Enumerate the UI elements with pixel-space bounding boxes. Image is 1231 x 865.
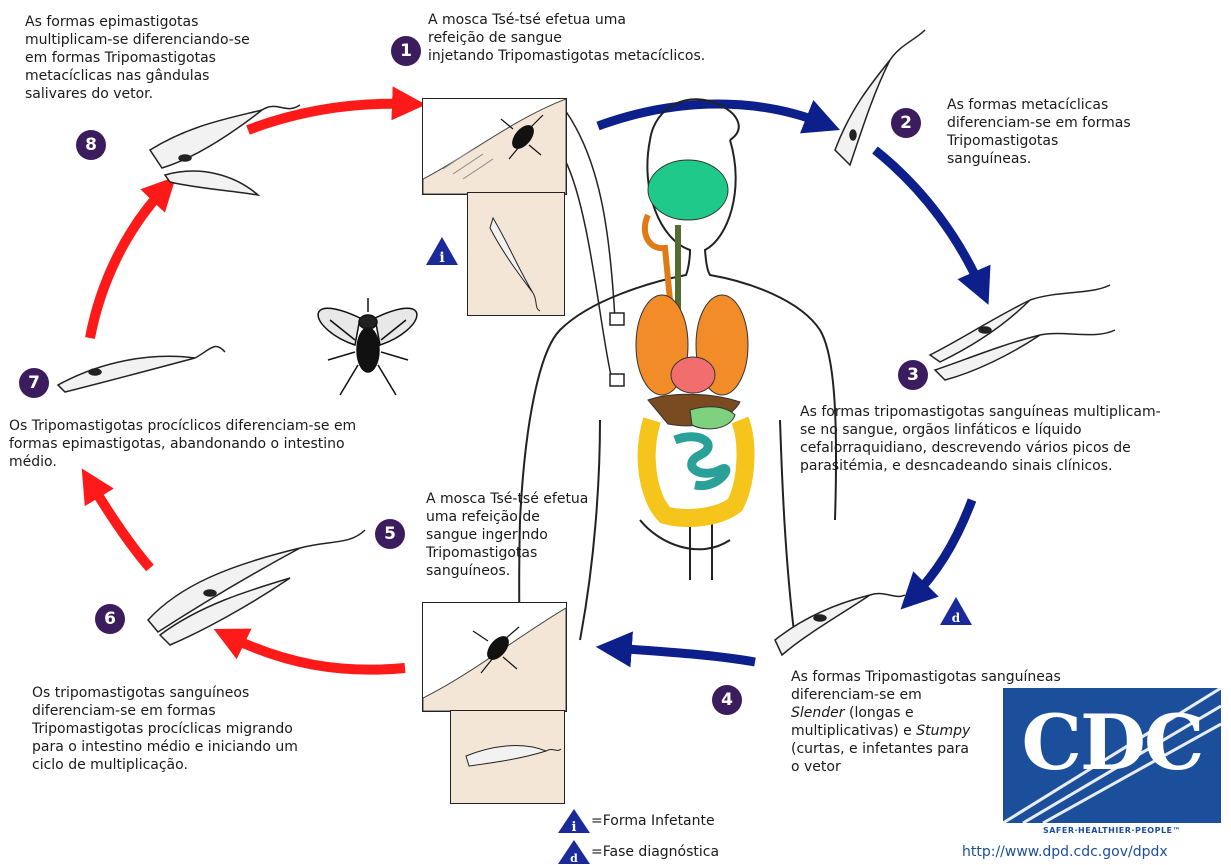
infective-stage-icon: i: [557, 808, 591, 834]
step-7-badge: 7: [19, 368, 49, 398]
diagnostic-stage-icon: d: [557, 839, 591, 865]
cdc-logo: CDC: [1003, 688, 1221, 823]
step-2-text: As formas metacíclicas diferenciam-se em…: [947, 96, 1131, 168]
stumpy-term: Stumpy: [916, 723, 970, 739]
trypomastigote-panel-step-1: [467, 192, 565, 316]
legend-diagnostic-label: =Fase diagnóstica: [591, 844, 719, 860]
trypomastigote-panel-step-5: [450, 710, 565, 804]
arrow-5-to-6: [228, 636, 405, 670]
step-8-text: As formas epimastigotas multiplicam-se d…: [25, 13, 250, 103]
step-4-badge: 4: [712, 685, 742, 715]
step-1-badge: 1: [391, 36, 421, 66]
feeding-panel-step-5: [422, 602, 567, 712]
legend-infective-label: =Forma Infetante: [591, 813, 715, 829]
legend-infective-symbol: i: [572, 820, 577, 834]
trypanosome-icon: [468, 193, 564, 315]
feeding-panel-step-1: [422, 98, 567, 195]
step-2-badge: 2: [891, 108, 921, 138]
step-5-text: A mosca Tsé-tsé efetua uma refeição de s…: [426, 490, 588, 580]
svg-text:d: d: [952, 611, 961, 625]
arrow-2-to-3: [875, 150, 982, 290]
legend-diagnostic-symbol: d: [570, 852, 578, 865]
arrow-4-to-5: [612, 648, 755, 662]
legend-diagnostic-row: d =Fase diagnóstica: [557, 839, 719, 865]
cdc-logo-letters: CDC: [1003, 698, 1221, 787]
step-3-text: As formas tripomastigotas sanguíneas mul…: [800, 403, 1161, 475]
step-7-text: Os Tripomastigotas procíclicos diferenci…: [9, 417, 356, 471]
step-8-badge: 8: [76, 130, 106, 160]
step-6-badge: 6: [95, 604, 125, 634]
slender-term: Slender: [791, 705, 845, 721]
step-3-badge: 3: [898, 360, 928, 390]
infective-stage-icon: i: [425, 236, 459, 266]
arrow-3-to-4: [912, 500, 972, 598]
step-1-text: A mosca Tsé-tsé efetua uma refeição de s…: [428, 11, 705, 65]
cdc-tagline: SAFER·HEALTHIER·PEOPLE™: [1003, 826, 1221, 835]
fly-icon: [318, 298, 417, 395]
step-5-badge: 5: [375, 519, 405, 549]
legend-infective-row: i =Forma Infetante: [557, 808, 715, 834]
arrow-6-to-7: [90, 482, 150, 568]
skin-bite-icon: [423, 99, 566, 194]
step-6-text: Os tripomastigotas sanguíneos diferencia…: [32, 684, 298, 774]
arrow-7-to-8: [90, 188, 165, 338]
source-url[interactable]: http://www.dpd.cdc.gov/dpdx: [962, 844, 1168, 860]
skin-bite-icon: [423, 603, 566, 711]
legend: i =Forma Infetante d =Fase diagnóstica: [557, 808, 757, 865]
arrow-1-to-2: [598, 104, 825, 126]
arrow-8-to-1: [248, 104, 410, 130]
trypanosome-icon: [451, 711, 564, 803]
step-4-text-post: (curtas, e infetantes para o vetor: [791, 741, 969, 775]
svg-text:i: i: [439, 250, 444, 266]
diagnostic-stage-icon: d: [939, 596, 973, 626]
